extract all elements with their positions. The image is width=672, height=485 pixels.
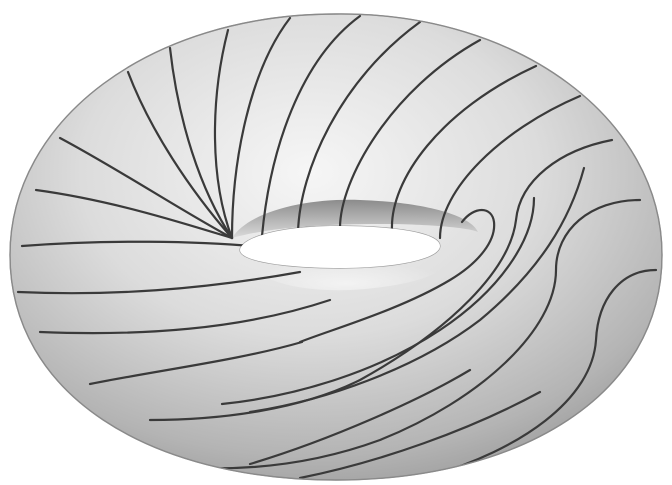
torus-figure [0,0,672,485]
